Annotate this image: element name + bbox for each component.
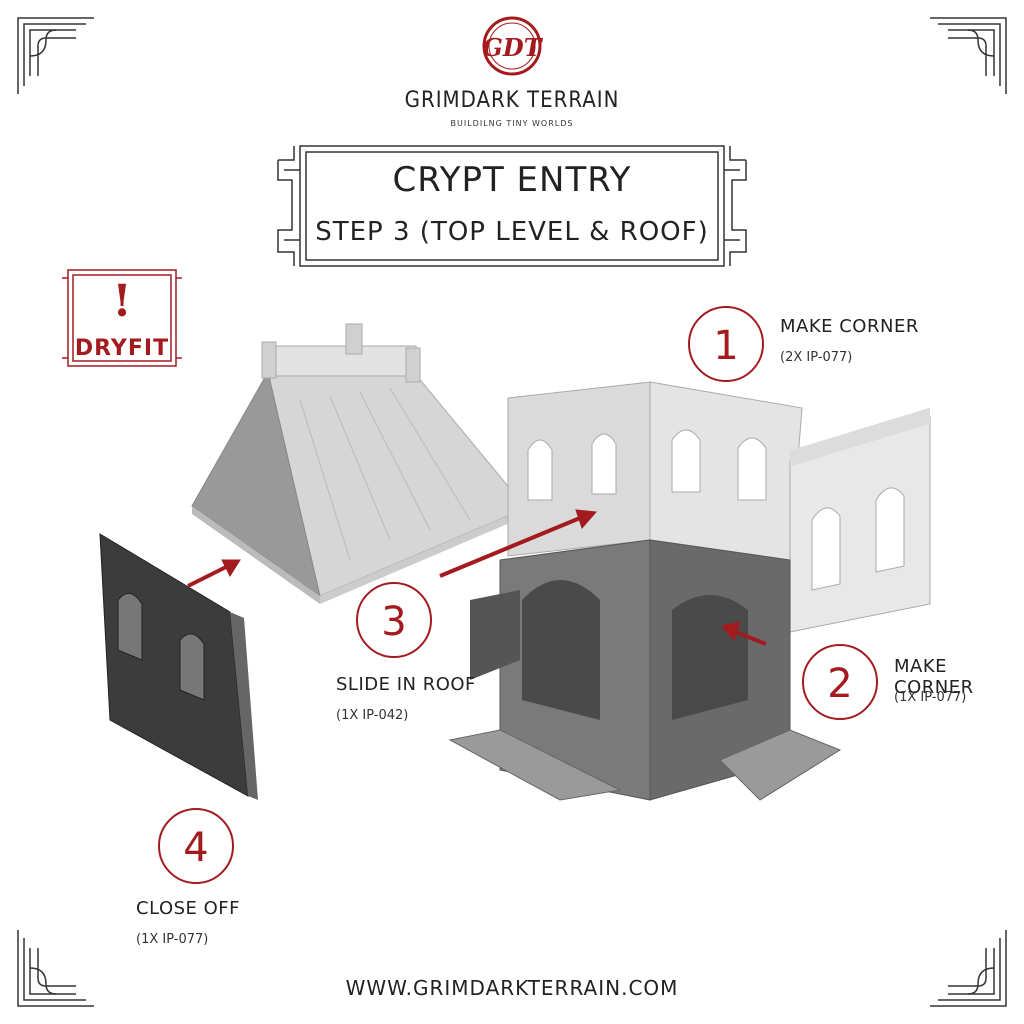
- step-4-detail: (1X IP-077): [136, 932, 209, 947]
- brand-monogram: GDT: [482, 33, 543, 62]
- dryfit-label: DRYFIT: [74, 336, 170, 361]
- step-4-label: CLOSE OFF: [136, 898, 241, 919]
- title-frame: [277, 145, 747, 267]
- step-1-detail: (2X IP-077): [780, 350, 853, 365]
- corner-ornament-top-right: [930, 17, 1007, 94]
- dryfit-badge-frame: !: [62, 269, 182, 367]
- step-2-detail: (1X IP-077): [894, 690, 967, 705]
- website-link[interactable]: WWW.GRIMDARKTERRAIN.COM: [345, 976, 679, 1000]
- back-corner-walls: [507, 381, 803, 561]
- step-3-number: 3: [356, 582, 432, 658]
- right-wall-piece: [789, 407, 931, 633]
- dryfit-warning-icon: !: [112, 276, 131, 327]
- step-3-label: SLIDE IN ROOF: [336, 674, 476, 695]
- step-2-label: MAKE CORNER: [894, 656, 974, 698]
- brand-logo-seal: GDT: [482, 16, 544, 76]
- step-2-number: 2: [802, 644, 878, 720]
- step-3-detail: (1X IP-042): [336, 708, 409, 723]
- page-subtitle: STEP 3 (TOP LEVEL & ROOF): [315, 217, 709, 247]
- assembly-arrows: [187, 509, 767, 646]
- brand-name: GRIMDARK TERRAIN: [404, 88, 620, 113]
- roof-piece: [191, 323, 527, 604]
- corner-ornament-bottom-left: [17, 930, 94, 1007]
- step-1-label: MAKE CORNER: [780, 316, 919, 337]
- lower-level-base: [448, 539, 842, 801]
- corner-ornament-bottom-right: [930, 930, 1007, 1007]
- step-4-number: 4: [158, 808, 234, 884]
- page-title: CRYPT ENTRY: [392, 160, 632, 200]
- brand-tagline: BUILDILNG TINY WORLDS: [450, 119, 574, 128]
- close-off-wall-piece: [99, 533, 258, 800]
- corner-ornament-top-left: [17, 17, 94, 94]
- step-1-number: 1: [688, 306, 764, 382]
